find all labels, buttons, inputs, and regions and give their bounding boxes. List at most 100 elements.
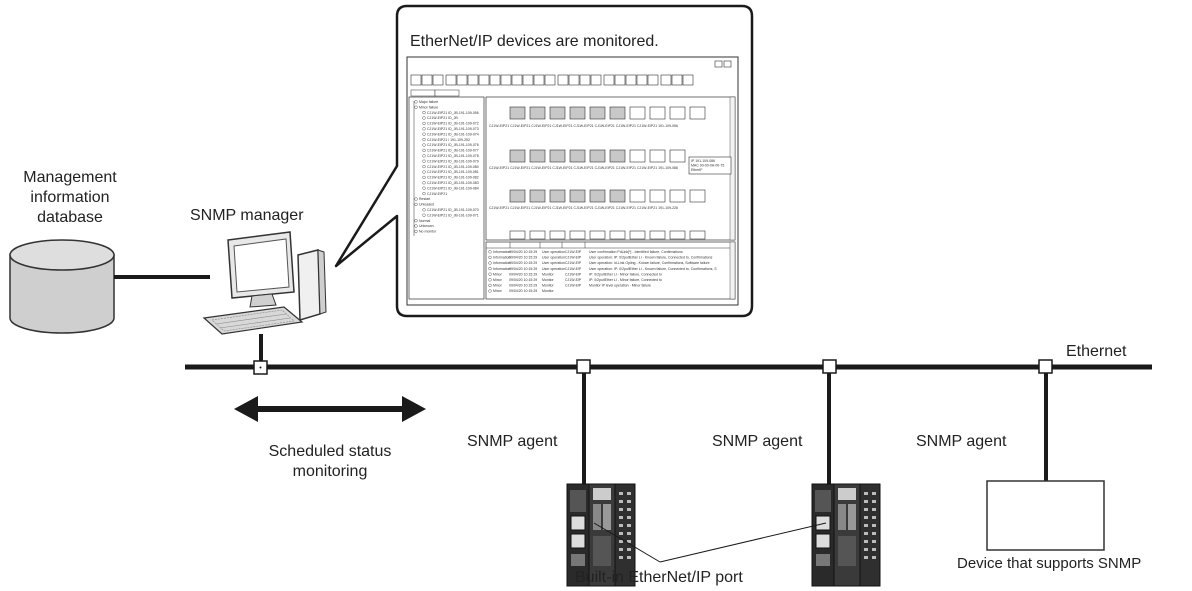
log-source: User operation [542,256,565,260]
tree-node-icon [414,219,418,223]
callout-title: EtherNet/IP devices are monitored. [410,33,659,50]
log-time: 09/04/20 10:15:29 [509,278,537,282]
agent1-port [576,359,591,374]
log-device: CJ1W-EIP [565,250,582,254]
log-time: 09/04/20 10:15:29 [509,289,537,293]
log-status-icon [488,283,492,287]
log-device: CJ1W-EIP [565,272,582,276]
log-level: Information [493,261,511,265]
tooltip-line: EtherIF [691,168,702,172]
log-status-icon [488,267,492,271]
tree-item: CJ1W-EIP21 ID_JB-191-109-080 [427,165,479,169]
log-device: CJ1W-EIP [565,284,582,288]
log-message: Monitor IP level operation - Minor failu… [589,284,651,288]
tooltip-line: MAC 00-00-0A-00-75 [691,164,724,168]
tree-node-icon [422,186,426,190]
log-level: Minor [493,289,503,293]
tree-item: Normal [419,219,431,223]
log-level: Information [493,256,511,260]
log-device: CJ1W-EIP [565,261,582,265]
tree-node-icon [414,105,418,109]
log-message: User operation: Id-Link Opling - Known f… [589,261,710,265]
tree-node-icon [422,116,426,120]
manager-label: SNMP manager [190,207,304,224]
computer-icon [202,231,327,335]
log-time: 09/04/20 10:15:29 [509,267,537,271]
log-message: User operation: IP: 0/2pullEther LI - Kn… [589,256,713,260]
port-label: Built-in EtherNet/IP port [575,569,743,586]
log-status-icon [488,289,492,293]
log-level: Minor [493,278,503,282]
tree-node-icon [422,159,426,163]
tree-item: CJ1W-EIP21 ID_JB-191-109-083 [427,181,479,185]
tree-node-icon [422,208,426,212]
log-source: User operation [542,250,565,254]
tree-item: CJ1W-EIP21 ID_JB-191-109-084 [427,186,479,190]
db-label: Management information database [23,169,117,226]
log-time: 09/04/20 10:15:29 [509,256,537,260]
tree-item: CJ1W-EIP21 ID_JB-191-109-077 [427,149,479,153]
tree-node-icon [422,132,426,136]
device-label: Device that supports SNMP [957,555,1142,572]
log-level: Information [493,267,511,271]
tree-item: CJ1W-EIP21 ID_JB-191-109-078 [427,154,479,158]
log-status-icon [488,250,492,254]
tree-item: Minor failure [419,105,438,109]
log-message: IP: 0/2pullEther LI - Minor failure, Con… [589,278,662,282]
tree-item: CJ1W-EIP21 ID_JB-191-109-082 [427,176,479,180]
log-message: User confirmation PdLink[*] - Identified… [589,250,683,254]
log-message: IP: 0/2pullEther LI - Minor failure, Con… [589,272,662,276]
tree-item: CJ1W-EIP21 ID_JB-191-109-072 [427,122,479,126]
tree-node-icon [422,192,426,196]
tree-item: CJ1W-EIP21 ID_JB [427,116,458,120]
agent3-port [1038,359,1053,374]
log-time: 09/04/20 10:15:29 [509,272,537,276]
agent2-label: SNMP agent [712,433,803,450]
tree-item: Major failure [419,100,438,104]
device-row-label: CJ1W-EIP21 CJ1W-EIP21 CJ1W-EIP21 CJ1W-EI… [489,166,678,170]
port-pointer-2 [659,522,827,563]
agent2-port [822,359,837,374]
tree-node-icon [422,154,426,158]
log-source: Monitor [542,278,555,282]
log-status-icon [488,278,492,282]
scheduled-label: Scheduled status monitoring [268,443,392,480]
tree-node-icon [414,100,418,104]
tree-node-icon [422,213,426,217]
plc-device-2 [811,483,881,587]
log-level: Minor [493,284,503,288]
tree-item: Unknown [419,224,434,228]
tree-node-icon [422,138,426,142]
device-row-label: CJ1W-EIP21 CJ1W-EIP21 CJ1W-EIP21 CJ1W-EI… [489,206,678,210]
tree-item: CJ1W-EIP21 ID_JB-191-109-070 [427,208,479,212]
tree-item: CJ1W-EIP21 ID_JB-191-109-081 [427,170,479,174]
log-source: Monitor [542,284,555,288]
log-level: Minor [493,272,503,276]
log-device: CJ1W-EIP [565,256,582,260]
database-icon [9,239,115,334]
log-time: 09/04/20 10:15:29 [509,284,537,288]
tree-node-icon [414,229,418,233]
double-arrow-icon [234,396,426,422]
tree-node-icon [422,110,426,115]
log-device: CJ1W-EIP [565,267,582,271]
port-pointer-1 [593,522,661,563]
log-device: CJ1W-EIP [565,278,582,282]
tree-item: CJ1W-EIP21 ID_JB-191-109-076 [427,143,479,147]
log-level: Information [493,250,511,254]
monitor-screen [406,56,739,306]
log-status-icon [488,255,492,259]
tree-node-icon [422,127,426,131]
log-status-icon [488,261,492,265]
tree-item: CJ1W-EIP21 / 191-109-252 [427,138,470,142]
tree-item: Unloaded [419,203,434,207]
tree-node-icon [422,121,426,125]
log-source: Monitor [542,272,555,276]
tree-item: CJ1W-EIP21 ID_JB-191-109-074 [427,132,479,136]
tree-item: Restart [419,197,430,201]
tree-node-icon [422,165,426,169]
log-time: 09/04/20 10:15:29 [509,261,537,265]
